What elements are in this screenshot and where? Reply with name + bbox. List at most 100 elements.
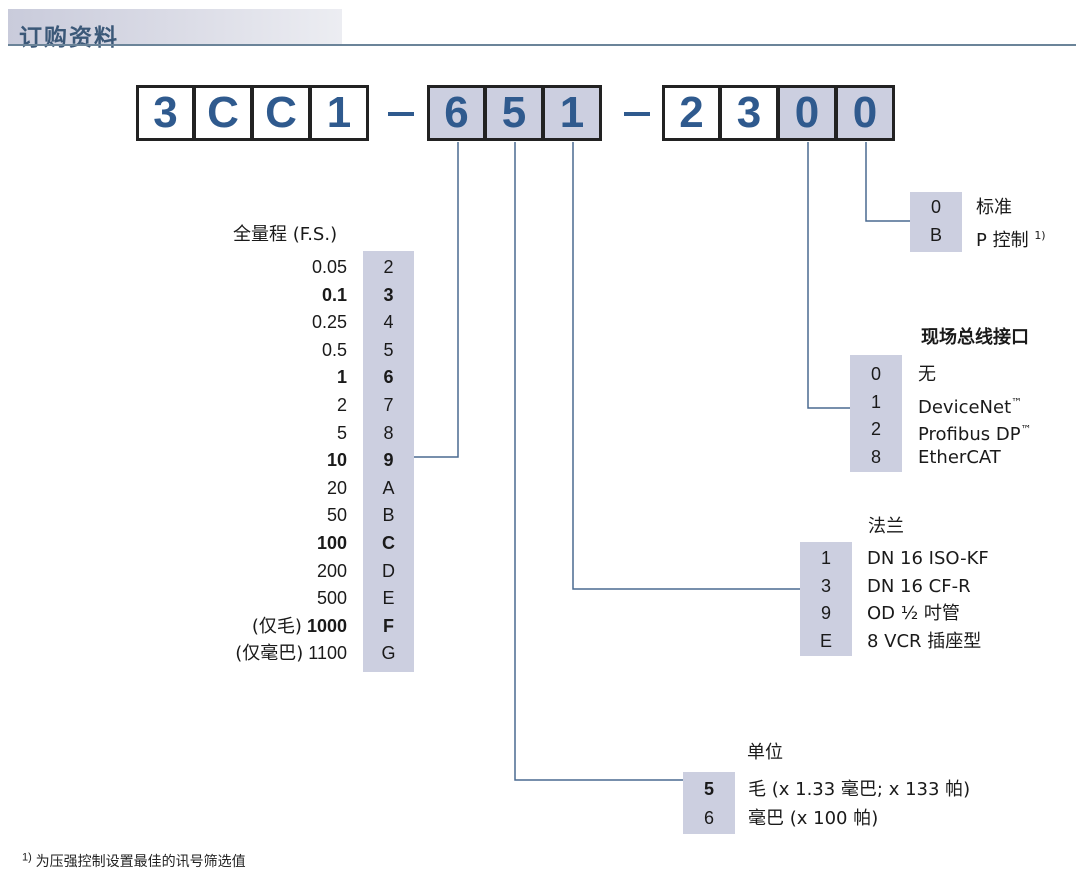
- connector-fieldbus: [807, 142, 850, 409]
- full-scale-code: F: [383, 615, 394, 636]
- full-scale-code: 7: [383, 395, 394, 415]
- full-scale-code: 8: [383, 422, 394, 443]
- connector-flange: [572, 142, 800, 590]
- full-scale-code: C: [382, 533, 395, 553]
- trademark-mark: ™: [1020, 423, 1032, 437]
- code-cell: 1: [310, 85, 369, 141]
- full-scale-code: B: [382, 505, 395, 526]
- fieldbus-desc-text: EtherCAT: [918, 446, 1001, 468]
- full-scale-prefix: (仅毫巴): [235, 643, 304, 665]
- connector-unit: [514, 142, 683, 781]
- footnote-ref: 1): [1034, 228, 1046, 242]
- title-divider: [8, 44, 1076, 46]
- full-scale-value: 0.1: [200, 282, 347, 310]
- unit-desc: 毛 (x 1.33 毫巴; x 133 帕): [748, 779, 971, 800]
- full-scale-number: 2: [336, 395, 347, 415]
- code-separator: [388, 112, 414, 116]
- flange-desc: 8 VCR 插座型: [867, 630, 982, 652]
- footnote-marker: 1): [22, 851, 32, 864]
- connector-full-scale: [414, 142, 459, 458]
- flange-desc: DN 16 ISO-KF: [867, 548, 989, 569]
- full-scale-value: (仅毛) 1000: [200, 613, 347, 641]
- full-scale-prefix: (仅毛): [251, 615, 302, 637]
- control-code: B: [929, 224, 942, 245]
- control-code: 0: [930, 197, 941, 217]
- full-scale-value: (仅毫巴) 1100: [200, 640, 347, 668]
- fieldbus-heading: 现场总线接口: [921, 327, 1029, 348]
- control-desc-text: P 控制: [976, 229, 1029, 251]
- fieldbus-code: 0: [870, 364, 881, 384]
- full-scale-code: G: [381, 643, 396, 664]
- full-scale-code: E: [382, 588, 395, 609]
- full-scale-code: 9: [383, 450, 394, 471]
- code-cell: 5: [485, 85, 544, 141]
- full-scale-value: 100: [200, 530, 347, 558]
- unit-desc: 毫巴 (x 100 帕): [748, 808, 879, 829]
- code-cell: 3: [136, 85, 195, 141]
- code-cell: 0: [836, 85, 895, 141]
- trademark-mark: ™: [1011, 395, 1023, 409]
- code-separator: [624, 112, 650, 116]
- full-scale-heading: 全量程 (F.S.): [233, 224, 338, 245]
- full-scale-number: 50: [326, 505, 347, 526]
- fieldbus-desc: EtherCAT: [918, 444, 1001, 472]
- flange-code: 3: [820, 575, 831, 596]
- full-scale-code: 5: [383, 339, 394, 360]
- flange-code-column: [800, 542, 852, 656]
- code-cell: C: [194, 85, 253, 141]
- footnote: 1) 为压强控制设置最佳的讯号筛选值: [22, 851, 246, 871]
- unit-code: 6: [703, 808, 714, 828]
- flange-code: E: [819, 630, 832, 651]
- full-scale-code: 2: [383, 257, 394, 277]
- fieldbus-desc-text: DeviceNet: [918, 396, 1012, 418]
- full-scale-number: 0.5: [321, 339, 347, 360]
- full-scale-number: 200: [316, 560, 347, 581]
- section-title-bar: 订购资料: [8, 9, 342, 51]
- flange-heading: 法兰: [868, 516, 904, 537]
- full-scale-number: 5: [336, 422, 347, 443]
- code-cell: 6: [427, 85, 486, 141]
- unit-heading: 单位: [747, 742, 783, 763]
- full-scale-code-column: [363, 251, 414, 672]
- full-scale-value: 10: [200, 447, 347, 475]
- fieldbus-desc: DeviceNet™: [918, 389, 1023, 418]
- full-scale-code: 4: [383, 312, 394, 333]
- code-cell: C: [252, 85, 311, 141]
- code-cell: 3: [720, 85, 779, 141]
- full-scale-code: A: [382, 477, 395, 498]
- full-scale-number: 10: [326, 450, 347, 471]
- full-scale-value: 5: [200, 420, 347, 448]
- fieldbus-code: 2: [870, 419, 881, 440]
- flange-code: 1: [820, 548, 831, 568]
- full-scale-code: 6: [383, 367, 394, 388]
- unit-code: 5: [703, 779, 714, 799]
- full-scale-value: 200: [200, 558, 347, 586]
- full-scale-value: 0.5: [200, 337, 347, 365]
- fieldbus-code: 1: [870, 391, 881, 412]
- code-cell: 1: [543, 85, 602, 141]
- full-scale-number: 1: [336, 367, 347, 388]
- full-scale-number: 1100: [308, 643, 347, 664]
- fieldbus-desc: 无: [918, 361, 936, 389]
- full-scale-value: 0.05: [200, 254, 347, 282]
- full-scale-value: 50: [200, 502, 347, 530]
- full-scale-code: D: [382, 560, 395, 581]
- full-scale-number: 0.05: [311, 257, 347, 277]
- flange-code: 9: [820, 603, 831, 624]
- full-scale-number: 500: [316, 588, 347, 609]
- full-scale-number: 1000: [306, 615, 347, 636]
- code-cell: 0: [778, 85, 837, 141]
- unit-code-column: [683, 772, 735, 834]
- fieldbus-code: 8: [870, 446, 881, 467]
- full-scale-value: 20: [200, 475, 347, 503]
- footnote-text: 为压强控制设置最佳的讯号筛选值: [35, 854, 246, 870]
- control-desc: 标准: [976, 194, 1012, 222]
- page-title: 订购资料: [19, 24, 119, 51]
- code-cell: 2: [662, 85, 721, 141]
- fieldbus-desc-text: 无: [918, 364, 936, 385]
- connector-control: [865, 142, 910, 222]
- full-scale-number: 100: [316, 533, 347, 553]
- flange-desc: OD ½ 吋管: [867, 603, 960, 625]
- full-scale-value: 1: [200, 364, 347, 392]
